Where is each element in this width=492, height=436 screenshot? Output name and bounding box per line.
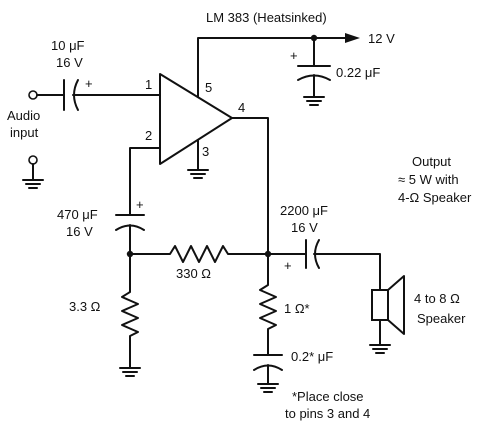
output-label-line2: ≈ 5 W with: [398, 172, 459, 187]
ground-symbol-speaker: [369, 344, 391, 354]
footnote-line2: to pins 3 and 4: [285, 406, 370, 421]
zobel-resistor: [259, 253, 277, 356]
output-wire-right: [313, 253, 381, 291]
input-cap-value: 10 μF: [51, 38, 85, 53]
input-cap-plus: +: [85, 76, 93, 91]
audio-input-label-line2: input: [10, 125, 39, 140]
speaker-cone: [387, 275, 405, 335]
pin-5-label: 5: [205, 80, 212, 95]
footnote-line1: *Place close: [292, 389, 364, 404]
pin4-wire: [231, 117, 269, 255]
amplifier-triangle: [159, 73, 233, 165]
feedback-resistor-value: 330 Ω: [176, 266, 211, 281]
supply-voltage-label: 12 V: [368, 31, 395, 46]
input-ground-terminal[interactable]: [28, 155, 38, 165]
ground-symbol-pin3: [187, 169, 209, 179]
input-cap-voltage: 16 V: [56, 55, 83, 70]
audio-input-label-line1: Audio: [7, 108, 40, 123]
shunt-resistor-value: 3.3 Ω: [69, 299, 101, 314]
output-cap-voltage: 16 V: [291, 220, 318, 235]
speaker-magnet: [371, 289, 389, 321]
pin-4-label: 4: [238, 100, 245, 115]
ground-symbol-supply: [303, 96, 325, 106]
feedback-cap-voltage: 16 V: [66, 224, 93, 239]
speaker-label-line1: 4 to 8 Ω: [414, 291, 460, 306]
supply-wire: [197, 37, 346, 98]
output-label-line3: 4-Ω Speaker: [398, 190, 472, 205]
amplifier-title: LM 383 (Heatsinked): [206, 10, 327, 25]
audio-input-terminal[interactable]: [28, 90, 38, 100]
supply-cap-plus: +: [290, 48, 298, 63]
feedback-resistor: [129, 245, 269, 263]
supply-cap-value: 0.22 μF: [336, 65, 380, 80]
zobel-resistor-value: 1 Ω*: [284, 301, 310, 316]
pin2-wire: [129, 147, 161, 216]
speaker-label-line2: Speaker: [417, 311, 466, 326]
feedback-cap-value: 470 μF: [57, 207, 98, 222]
output-cap-value: 2200 μF: [280, 203, 328, 218]
feedback-cap-plus: +: [136, 197, 144, 212]
pin-1-label: 1: [145, 77, 152, 92]
pin-2-label: 2: [145, 128, 152, 143]
ground-symbol-input: [22, 179, 44, 189]
ground-symbol-zobel: [257, 383, 279, 393]
shunt-resistor: [121, 253, 139, 369]
output-cap-plus: +: [284, 258, 292, 273]
pin-3-label: 3: [202, 144, 209, 159]
supply-arrow: [345, 33, 360, 43]
ground-symbol-shunt: [119, 367, 141, 377]
zobel-cap-value: 0.2* μF: [291, 349, 333, 364]
output-label-line1: Output: [412, 154, 451, 169]
